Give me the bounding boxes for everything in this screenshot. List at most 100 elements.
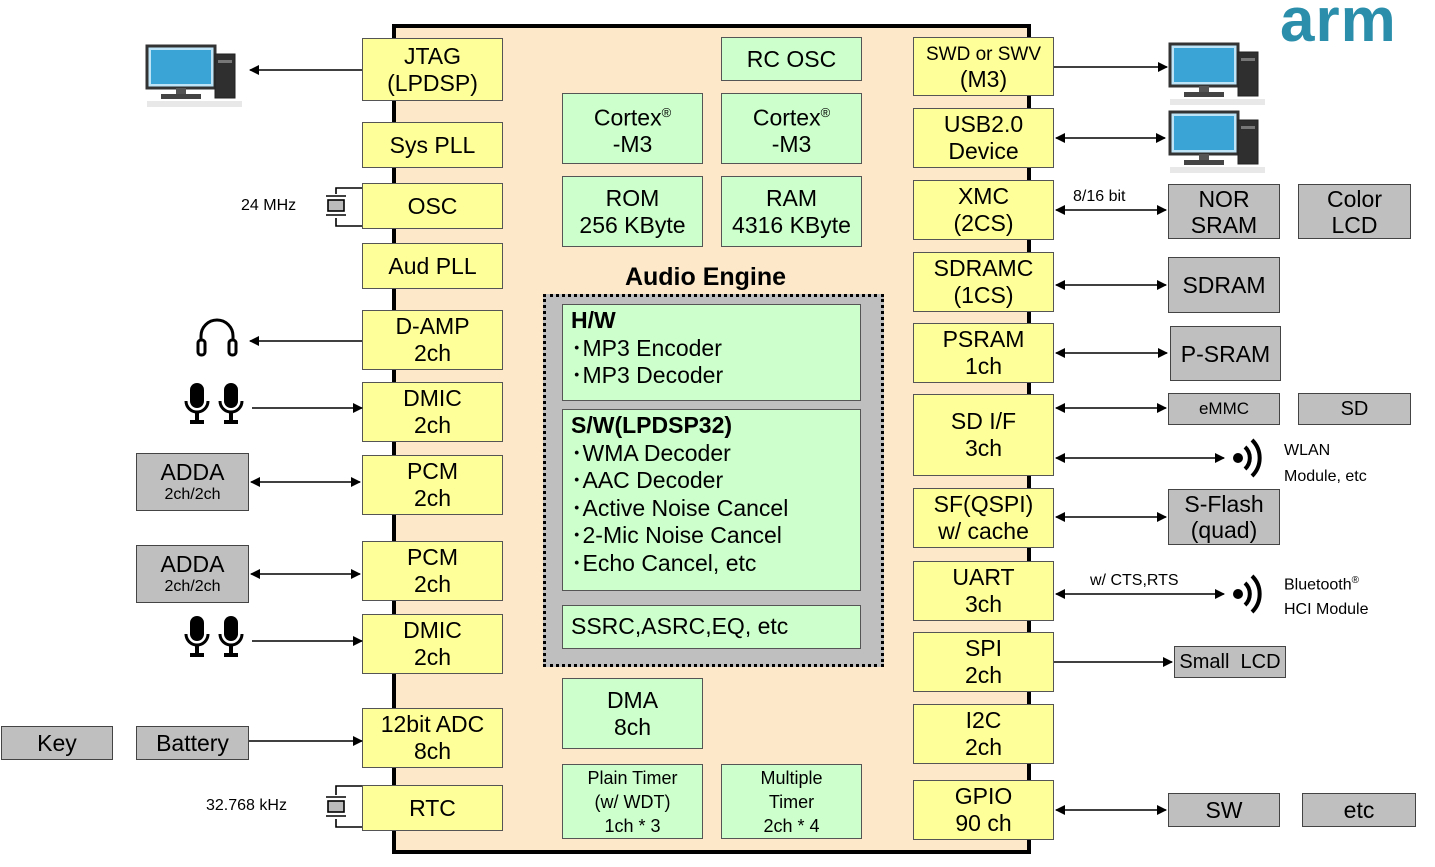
block-sublabel: 2ch (964, 662, 1003, 688)
microphone-icon (218, 616, 244, 657)
block-label: Sys PLL (389, 131, 476, 158)
pc-icon (1168, 42, 1265, 105)
block-sublabel: (2CS) (953, 210, 1014, 236)
osc-crystal-wire (335, 218, 362, 227)
hw-item: ･MP3 Encoder (571, 334, 722, 361)
hw-item: ･MP3 Decoder (571, 362, 724, 388)
block-sublabel: (w/ WDT) (594, 791, 671, 812)
arm-logo: arm (1280, 0, 1397, 55)
sw-item: ･2-Mic Noise Cancel (571, 522, 782, 548)
ssrc-panel: SSRC,ASRC,EQ, etc (562, 605, 861, 649)
block-sublabel: 90 ch (955, 810, 1012, 836)
block-sublabel: 3ch (964, 435, 1003, 461)
block-label: SPI (964, 635, 1003, 661)
box-label: Battery (156, 730, 229, 756)
hw-title: H/W (571, 307, 616, 333)
xmc-bus-width-label: 8/16 bit (1073, 188, 1126, 205)
swd-swv-block: SWD or SWV(M3) (913, 37, 1054, 96)
box-label: ADDA (160, 459, 225, 485)
box-sublabel: SRAM (1190, 211, 1258, 238)
block-label: JTAG (403, 42, 462, 69)
wlan-label: WLAN Module, etc (1284, 440, 1367, 488)
sw-item: ･WMA Decoder (571, 439, 731, 466)
hw-codec-panel: H/W ･MP3 Encoder ･MP3 Decoder (562, 304, 861, 401)
block-label: DMIC (403, 617, 462, 643)
sw-dsp-panel: S/W(LPDSP32) ･WMA Decoder ･AAC Decoder ･… (562, 409, 861, 591)
box-label: etc (1343, 797, 1375, 823)
block-sublabel: Device (948, 138, 1019, 164)
sw-item: ･Echo Cancel, etc (571, 549, 757, 576)
block-sublabel: 2ch (413, 485, 452, 511)
box-label: SD (1340, 398, 1369, 420)
block-label: RTC (409, 794, 456, 821)
block-sublabel: w/ cache (938, 518, 1029, 544)
psram-box: P-SRAM (1170, 326, 1281, 381)
block-sublabel: 1ch (964, 353, 1003, 379)
block-label: DMA (606, 686, 659, 713)
block-label: Cortex® (753, 99, 830, 132)
bluetooth-label-line1: Bluetooth® (1284, 570, 1368, 596)
headphones-icon (196, 318, 238, 357)
bluetooth-label-line2: HCI Module (1284, 601, 1369, 619)
block-label: SWD or SWV (925, 43, 1042, 65)
block-label: I2C (965, 707, 1002, 733)
registered-mark: ® (820, 104, 831, 120)
uart-flow-control-label: w/ CTS,RTS (1090, 572, 1179, 589)
box-label: P-SRAM (1180, 340, 1271, 367)
sw-title: S/W(LPDSP32) (571, 412, 733, 438)
block-label: Multiple (760, 767, 823, 788)
plain-timer-block: Plain Timer(w/ WDT)1ch * 3 (562, 764, 703, 839)
block-sublabel: 2ch (413, 571, 452, 597)
box-sublabel: 2ch/2ch (164, 486, 221, 503)
block-label: OSC (407, 192, 458, 219)
block-sublabel: 4316 KByte (732, 211, 851, 238)
block-label: USB2.0 (943, 111, 1024, 137)
block-sublabel: (1CS) (953, 282, 1014, 308)
sf-qspi-block: SF(QSPI)w/ cache (913, 488, 1054, 548)
xmc-block: XMC(2CS) (913, 180, 1054, 240)
etc-box: etc (1302, 793, 1416, 827)
cortex-name: Cortex (752, 104, 821, 131)
box-label: Color (1327, 185, 1382, 212)
block-label: GPIO (954, 783, 1013, 809)
box-label: SDRAM (1182, 272, 1266, 298)
bluetooth-name: Bluetooth (1284, 576, 1352, 594)
box-label: eMMC (1198, 399, 1250, 418)
block-label: RC OSC (746, 45, 837, 72)
rtc-block: RTC (362, 785, 503, 831)
block-label: Plain Timer (587, 767, 678, 788)
block-sublabel-2: 2ch * 4 (763, 815, 820, 836)
crystal-icon (326, 195, 346, 216)
wlan-label-line1: WLAN (1284, 442, 1331, 459)
microphone-icon (184, 383, 210, 424)
block-label: PCM (406, 544, 459, 570)
block-label: 12bit ADC (380, 711, 485, 737)
rtc-frequency-label: 32.768 kHz (206, 797, 287, 814)
sflash-box: S-Flash(quad) (1168, 489, 1280, 545)
block-label: ROM (605, 184, 660, 211)
block-label: UART (952, 564, 1015, 590)
box-label: S-Flash (1184, 491, 1264, 517)
pc-icon (145, 44, 242, 107)
block-label: D-AMP (395, 313, 470, 339)
block-label: RAM (765, 184, 818, 211)
sdramc-block: SDRAMC(1CS) (913, 252, 1054, 312)
box-label: Key (37, 730, 77, 756)
microphone-icon (218, 383, 244, 424)
box-label: SW (1205, 797, 1243, 823)
box-sublabel: LCD (1331, 211, 1378, 238)
osc-frequency-label: 24 MHz (241, 197, 297, 214)
block-label: PSRAM (942, 326, 1025, 352)
box-label: NOR (1198, 185, 1250, 212)
wireless-signal-icon (1233, 574, 1262, 614)
